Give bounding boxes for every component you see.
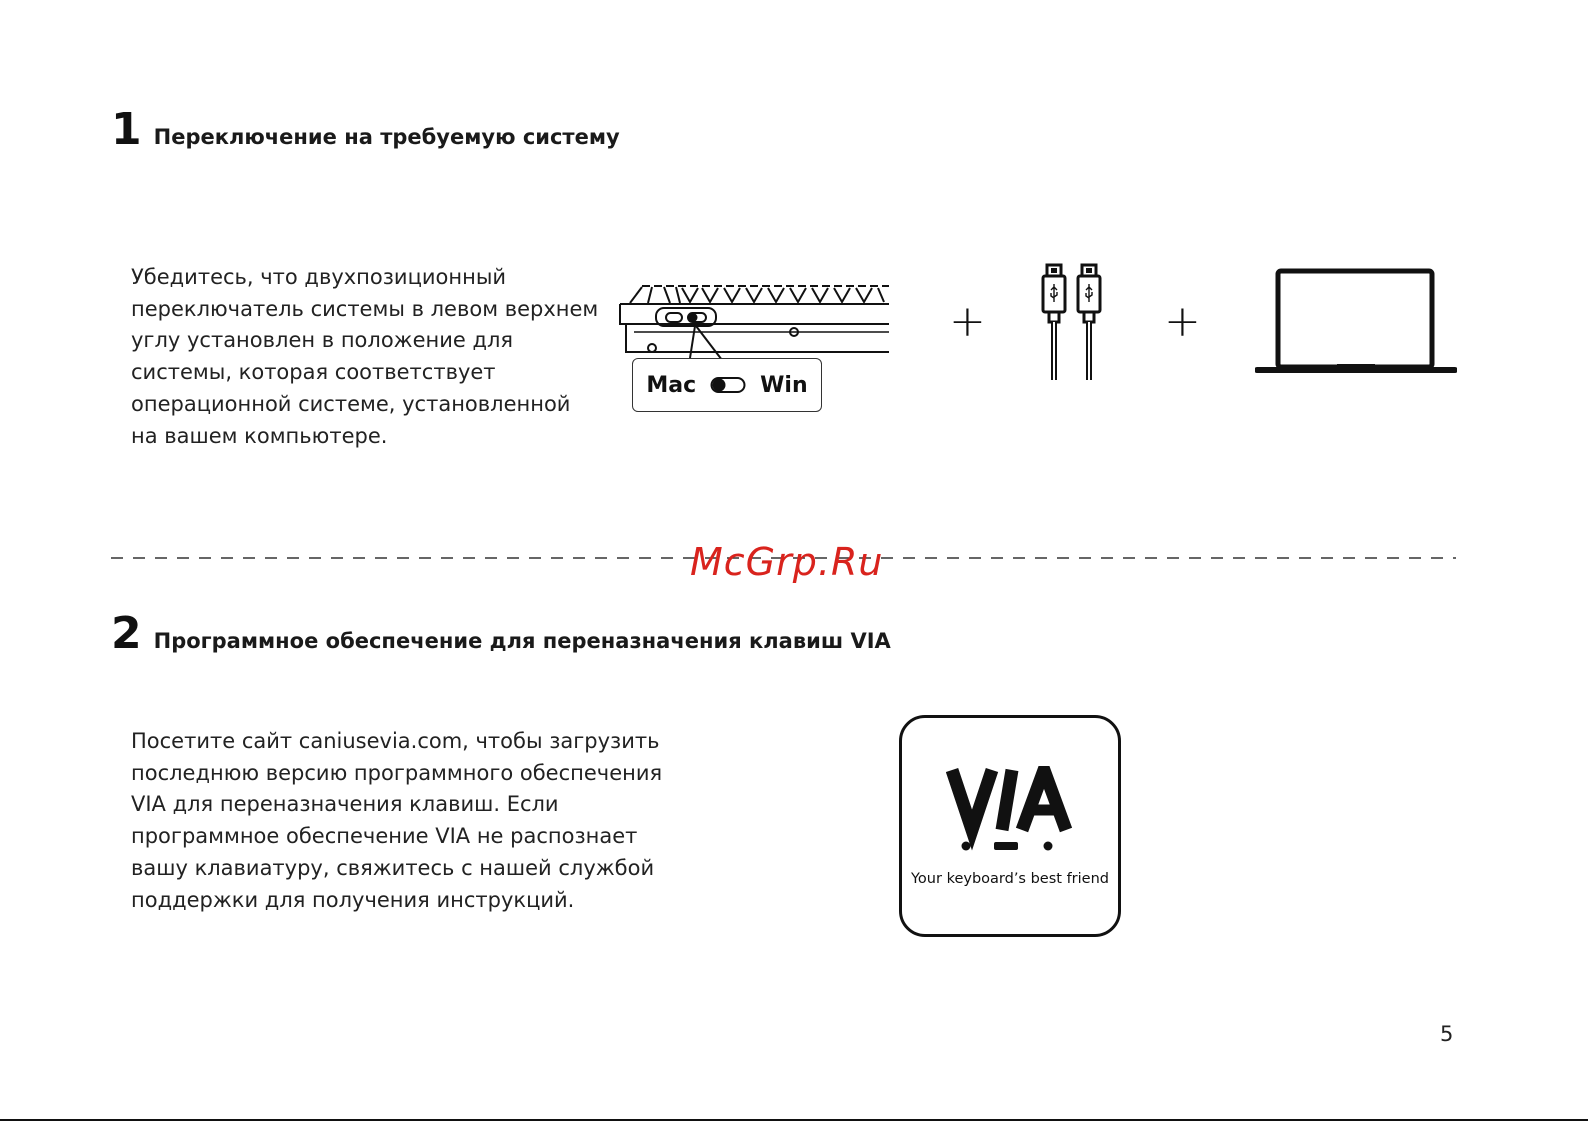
via-logo (946, 766, 1073, 851)
section-2-number: 2 (111, 608, 142, 659)
section-1-body: Убедитесь, что двухпозиционный переключа… (131, 262, 611, 452)
page-number: 5 (1440, 1022, 1454, 1046)
body-line: поддержки для получения инструкций. (131, 887, 575, 912)
body-line: последнюю версию программного обеспечени… (131, 760, 663, 785)
plus-sign: + (949, 296, 986, 347)
body-line: Убедитесь, что двухпозиционный (131, 265, 507, 289)
switch-label-mac: Mac (646, 372, 697, 398)
section-1-title: Переключение на требуемую систему (153, 125, 620, 149)
os-switch-callout: Mac Win (632, 358, 822, 412)
body-line: программное обеспечение VIA не распознае… (131, 824, 638, 849)
body-line: углу установлен в положение для (131, 328, 514, 353)
plus-sign: + (1164, 296, 1201, 347)
body-line: переключатель системы в левом верхнем (131, 296, 599, 321)
keyboard-illustration (619, 285, 889, 361)
body-line: вашу клавиатуру, свяжитесь с нашей служб… (131, 855, 655, 880)
section-1-number: 1 (111, 104, 142, 155)
body-line: системы, которая соответствует (131, 360, 496, 385)
section-2-body: Посетите сайт caniusevia.com, чтобы загр… (131, 726, 691, 916)
section-divider (111, 557, 1456, 559)
body-line: Посетите сайт caniusevia.com, чтобы загр… (131, 729, 660, 753)
body-line: на вашем компьютере. (131, 423, 388, 448)
usb-cable-icon (1041, 263, 1102, 380)
laptop-icon (1255, 268, 1457, 373)
watermark-text: McGrp.Ru (690, 540, 884, 584)
body-line: VIA для переназначения клавиш. Если (131, 792, 559, 817)
section-2-title: Программное обеспечение для переназначен… (153, 629, 891, 653)
section-1-heading: 1 Переключение на требуемую систему (111, 108, 620, 152)
toggle-switch-icon (710, 377, 746, 393)
page-bottom-border (0, 1119, 1588, 1121)
via-logo-card: Your keyboard’s best friend (899, 715, 1121, 937)
via-tagline: Your keyboard’s best friend (911, 871, 1109, 887)
section-2-heading: 2 Программное обеспечение для переназнач… (111, 612, 891, 656)
switch-label-win: Win (760, 372, 808, 398)
body-line: операционной системе, установленной (131, 391, 571, 416)
